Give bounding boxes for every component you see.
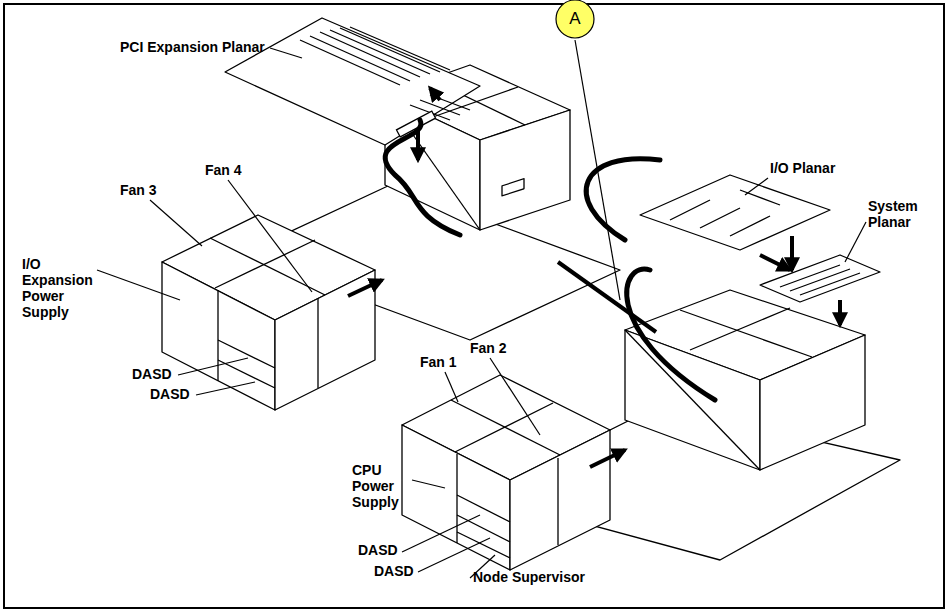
part-label: Fan 3 xyxy=(120,182,157,198)
callout-circle: A xyxy=(555,0,595,39)
part-label: DASD xyxy=(150,386,190,402)
part-label: DASD xyxy=(132,366,172,382)
part-label: I/O Planar xyxy=(770,160,835,176)
part-label: DASD xyxy=(374,563,414,579)
part-label: Node Supervisor xyxy=(473,569,585,585)
part-label: System Planar xyxy=(868,198,930,230)
part-label: PCI Expansion Planar xyxy=(120,39,265,55)
part-label: CPU Power Supply xyxy=(352,462,410,510)
callout-letter: A xyxy=(555,9,595,29)
part-label: Fan 1 xyxy=(420,354,457,370)
part-label: DASD xyxy=(358,542,398,558)
part-label: I/O Expansion Power Supply xyxy=(22,256,97,320)
part-label: Fan 2 xyxy=(470,340,507,356)
part-label: Fan 4 xyxy=(205,162,242,178)
